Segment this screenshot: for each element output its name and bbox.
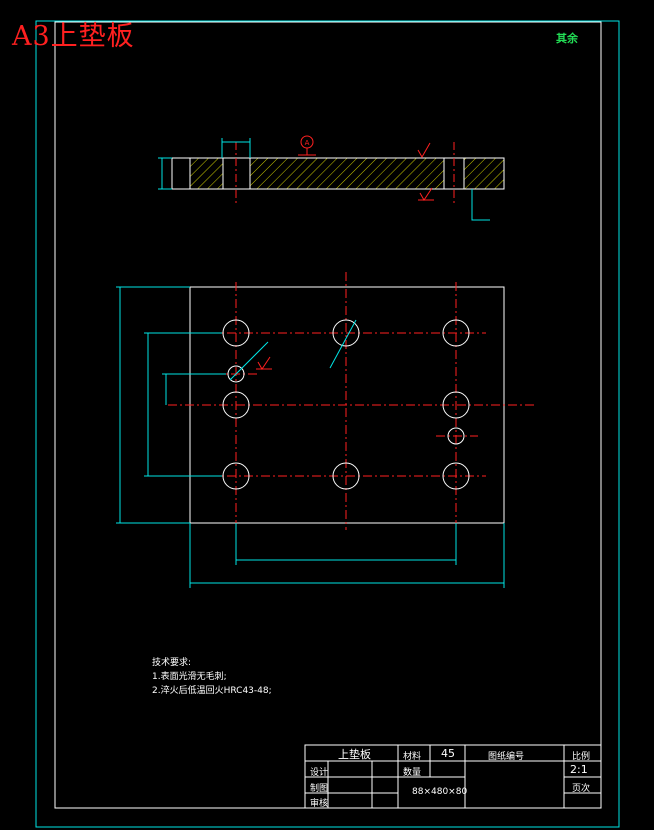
- section-view: A: [158, 135, 505, 221]
- section-hatch-right: [463, 157, 505, 190]
- material-value: 45: [441, 747, 455, 760]
- hole: [222, 462, 250, 490]
- title-block-grid: [304, 744, 602, 809]
- inner-border: [54, 21, 602, 809]
- holes: [222, 319, 470, 490]
- size-note: 88×480×80: [412, 787, 468, 797]
- hole: [222, 391, 250, 419]
- centerlines: [168, 272, 534, 530]
- tech-item: 2.淬火后低温回火HRC43-48;: [152, 686, 272, 696]
- roughness-note: 其余: [556, 32, 578, 45]
- hole: [332, 462, 360, 490]
- tech-item: 1.表面光滑无毛刺;: [152, 672, 227, 682]
- hole: [332, 319, 360, 347]
- tech-heading: 技术要求:: [152, 658, 192, 668]
- horizontal-dimensions: [189, 523, 505, 588]
- page-label: 页次: [572, 784, 591, 794]
- hole: [442, 462, 470, 490]
- hole: [222, 319, 250, 347]
- datum-a-label: A: [305, 139, 310, 147]
- section-hatch-left: [189, 157, 224, 190]
- material-label: 材料: [403, 752, 422, 762]
- section-hatch-middle: [249, 157, 445, 190]
- roughness-symbol-bottom: [418, 187, 434, 201]
- vertical-dimensions: [116, 286, 226, 524]
- small-hole: [227, 365, 245, 383]
- small-hole: [447, 427, 465, 445]
- roughness-symbol-hole: [256, 356, 272, 370]
- outer-border: [35, 20, 620, 828]
- part-name: 上垫板: [338, 748, 371, 761]
- hole: [442, 391, 470, 419]
- design-label: 设计: [310, 768, 329, 778]
- hole: [442, 319, 470, 347]
- drawing-label: 制图: [310, 784, 329, 794]
- sheet-title: A3上垫板: [12, 21, 135, 52]
- review-label: 审核: [310, 799, 329, 809]
- quantity-label: 数量: [403, 768, 422, 778]
- technical-requirements: 技术要求: 1.表面光滑无毛刺; 2.淬火后低温回火HRC43-48;: [152, 656, 272, 698]
- plan-view: [116, 272, 534, 588]
- scale-value: 2:1: [570, 763, 588, 776]
- diameter-leader-1: [329, 319, 357, 369]
- scale-label: 比例: [572, 752, 591, 762]
- roughness-symbol-top: [417, 142, 431, 159]
- leader-line: [471, 189, 490, 221]
- diameter-leader-2: [229, 341, 269, 381]
- part-no-label: 图纸编号: [488, 752, 525, 762]
